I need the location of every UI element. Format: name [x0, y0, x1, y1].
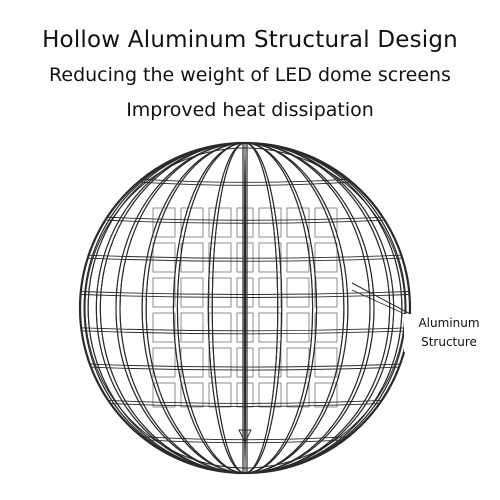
- led-panel: [314, 382, 338, 408]
- meridian-ribs: [83, 143, 407, 473]
- diagram-title: Hollow Aluminum Structural Design: [42, 27, 458, 53]
- latitude-ring: [81, 327, 409, 332]
- sphere-inner-outline: [84, 147, 406, 469]
- led-panel: [286, 277, 310, 308]
- latitude-ring: [81, 330, 409, 335]
- meridian-rib: [243, 143, 247, 473]
- meridian-rib: [207, 143, 283, 473]
- led-panel: [286, 382, 310, 408]
- latitude-ring: [141, 439, 349, 444]
- led-panel: [258, 277, 282, 308]
- aluminum-structure-callout: Aluminum Structure: [404, 314, 494, 352]
- latitude-ring: [107, 216, 383, 221]
- led-panel: [258, 382, 282, 408]
- callout-label-line1: Aluminum: [418, 316, 480, 330]
- callout-leader-line: [351, 282, 419, 319]
- latitude-ring: [141, 436, 349, 441]
- led-panel: [314, 312, 338, 343]
- led-panel: [180, 382, 204, 408]
- meridian-rib: [87, 143, 403, 473]
- led-panel: [180, 347, 204, 378]
- led-panel: [258, 207, 282, 238]
- meridian-rib: [83, 143, 407, 473]
- led-panel: [152, 277, 176, 308]
- led-panel: [314, 347, 338, 378]
- latitude-ring: [80, 291, 410, 295]
- led-panel: [180, 277, 204, 308]
- meridian-rib: [176, 143, 314, 473]
- latitude-ring: [88, 257, 402, 262]
- subtitle-weight: Reducing the weight of LED dome screens: [49, 64, 451, 86]
- led-panel: [286, 312, 310, 343]
- meridian-rib: [119, 143, 371, 473]
- sphere-outline: [78, 141, 412, 475]
- latitude-ring: [141, 181, 349, 186]
- latitude-rings: [80, 178, 410, 444]
- led-panel: [152, 347, 176, 378]
- led-panel: [208, 277, 232, 308]
- latitude-ring: [108, 399, 382, 404]
- led-panel: [152, 382, 176, 408]
- meridian-rib: [145, 143, 345, 473]
- meridian-rib: [95, 143, 395, 473]
- led-panel: [314, 277, 338, 308]
- bottom-bracket: [238, 429, 252, 444]
- latitude-ring: [107, 219, 383, 224]
- latitude-ring: [89, 366, 401, 371]
- subtitle-heat: Improved heat dissipation: [126, 99, 374, 121]
- led-panel: [286, 347, 310, 378]
- meridian-rib: [99, 143, 391, 473]
- led-panel: [152, 312, 176, 343]
- meridian-rib: [172, 143, 318, 473]
- latitude-ring: [80, 294, 410, 298]
- led-panel: [208, 382, 232, 408]
- callout-label-line2: Structure: [421, 335, 477, 349]
- led-panel: [258, 347, 282, 378]
- led-panel: [180, 312, 204, 343]
- latitude-ring: [88, 254, 402, 259]
- meridian-rib: [115, 143, 375, 473]
- latitude-ring: [89, 363, 401, 368]
- led-panel: [208, 242, 232, 273]
- latitude-ring: [141, 178, 349, 183]
- led-panel: [258, 242, 282, 273]
- led-panel: [208, 347, 232, 378]
- latitude-ring: [108, 402, 382, 407]
- led-panel: [208, 207, 232, 238]
- meridian-rib: [141, 143, 349, 473]
- meridian-rib: [211, 143, 279, 473]
